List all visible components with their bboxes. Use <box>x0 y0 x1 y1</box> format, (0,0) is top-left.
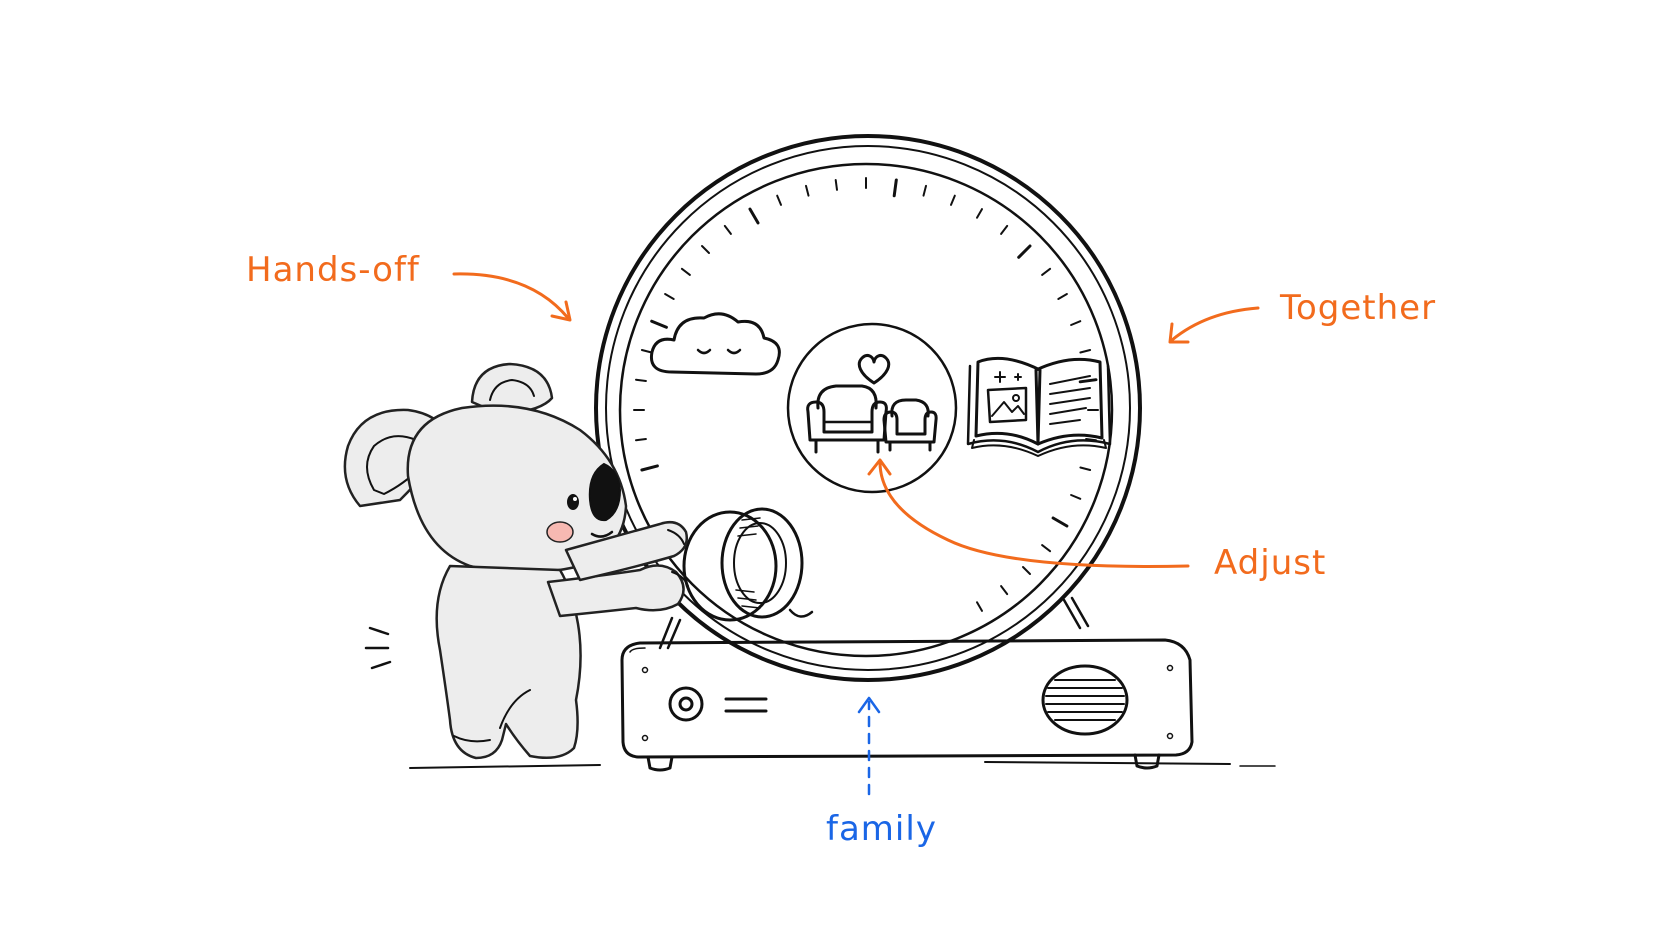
hands-off-arrow <box>452 272 570 320</box>
dial-tick <box>1051 516 1069 528</box>
dial-tick <box>1017 244 1032 259</box>
dial-tick <box>1000 224 1009 235</box>
dial-tick <box>1041 544 1052 553</box>
adjust-arrow <box>878 460 1190 568</box>
dial-tick <box>640 464 659 472</box>
dial-tick <box>1079 349 1092 354</box>
hands-off-annotation: Hands-off <box>246 250 572 322</box>
dial-tick <box>1041 267 1052 276</box>
dial-tick <box>1000 585 1009 596</box>
center-preset-circle[interactable] <box>786 322 958 494</box>
dial-tick <box>805 184 810 197</box>
dial-stand <box>658 596 1090 650</box>
dial-tick <box>701 245 710 254</box>
power-button[interactable] <box>668 686 704 722</box>
dial-tick <box>1022 566 1031 575</box>
dial[interactable] <box>594 134 1142 682</box>
adjust-knob[interactable] <box>682 507 814 622</box>
dial-tick <box>1057 293 1068 300</box>
armchairs-icon <box>806 384 938 454</box>
dial-tick <box>680 267 691 276</box>
family-annotation: family <box>826 696 937 849</box>
adjust-label: Adjust <box>1214 543 1326 583</box>
adjust-annotation: Adjust <box>867 458 1326 583</box>
dial-tick <box>834 179 838 191</box>
dial-tick-marks <box>633 177 1099 612</box>
dial-tick <box>776 194 782 206</box>
speaker-grille <box>1041 664 1129 736</box>
together-arrow <box>1170 306 1260 342</box>
slot-lines <box>724 697 768 713</box>
cloud-icon <box>649 312 781 376</box>
dial-tick <box>748 207 760 225</box>
dial-tick <box>664 293 675 300</box>
open-book-icon <box>966 356 1112 457</box>
dial-tick <box>1070 320 1082 326</box>
dial-tick <box>892 178 898 198</box>
dial-tick <box>976 601 983 612</box>
dial-tick <box>640 349 653 354</box>
dial-tick <box>976 208 983 219</box>
heart-icon <box>857 353 891 385</box>
dial-tick <box>922 184 927 197</box>
dial-tick <box>635 438 647 442</box>
dial-tick <box>650 319 668 329</box>
family-label: family <box>826 809 937 849</box>
together-label: Together <box>1279 288 1436 328</box>
koala <box>343 362 689 760</box>
hands-off-label: Hands-off <box>246 250 420 290</box>
dial-tick <box>723 224 732 235</box>
together-annotation: Together <box>1168 288 1436 344</box>
dial-tick <box>635 378 647 382</box>
dial-tick <box>950 194 956 206</box>
dial-tick <box>1070 494 1082 500</box>
speaker-base <box>620 638 1194 772</box>
ground-line <box>409 761 1276 769</box>
dial-tick <box>1078 378 1098 384</box>
dial-tick <box>1079 466 1092 471</box>
